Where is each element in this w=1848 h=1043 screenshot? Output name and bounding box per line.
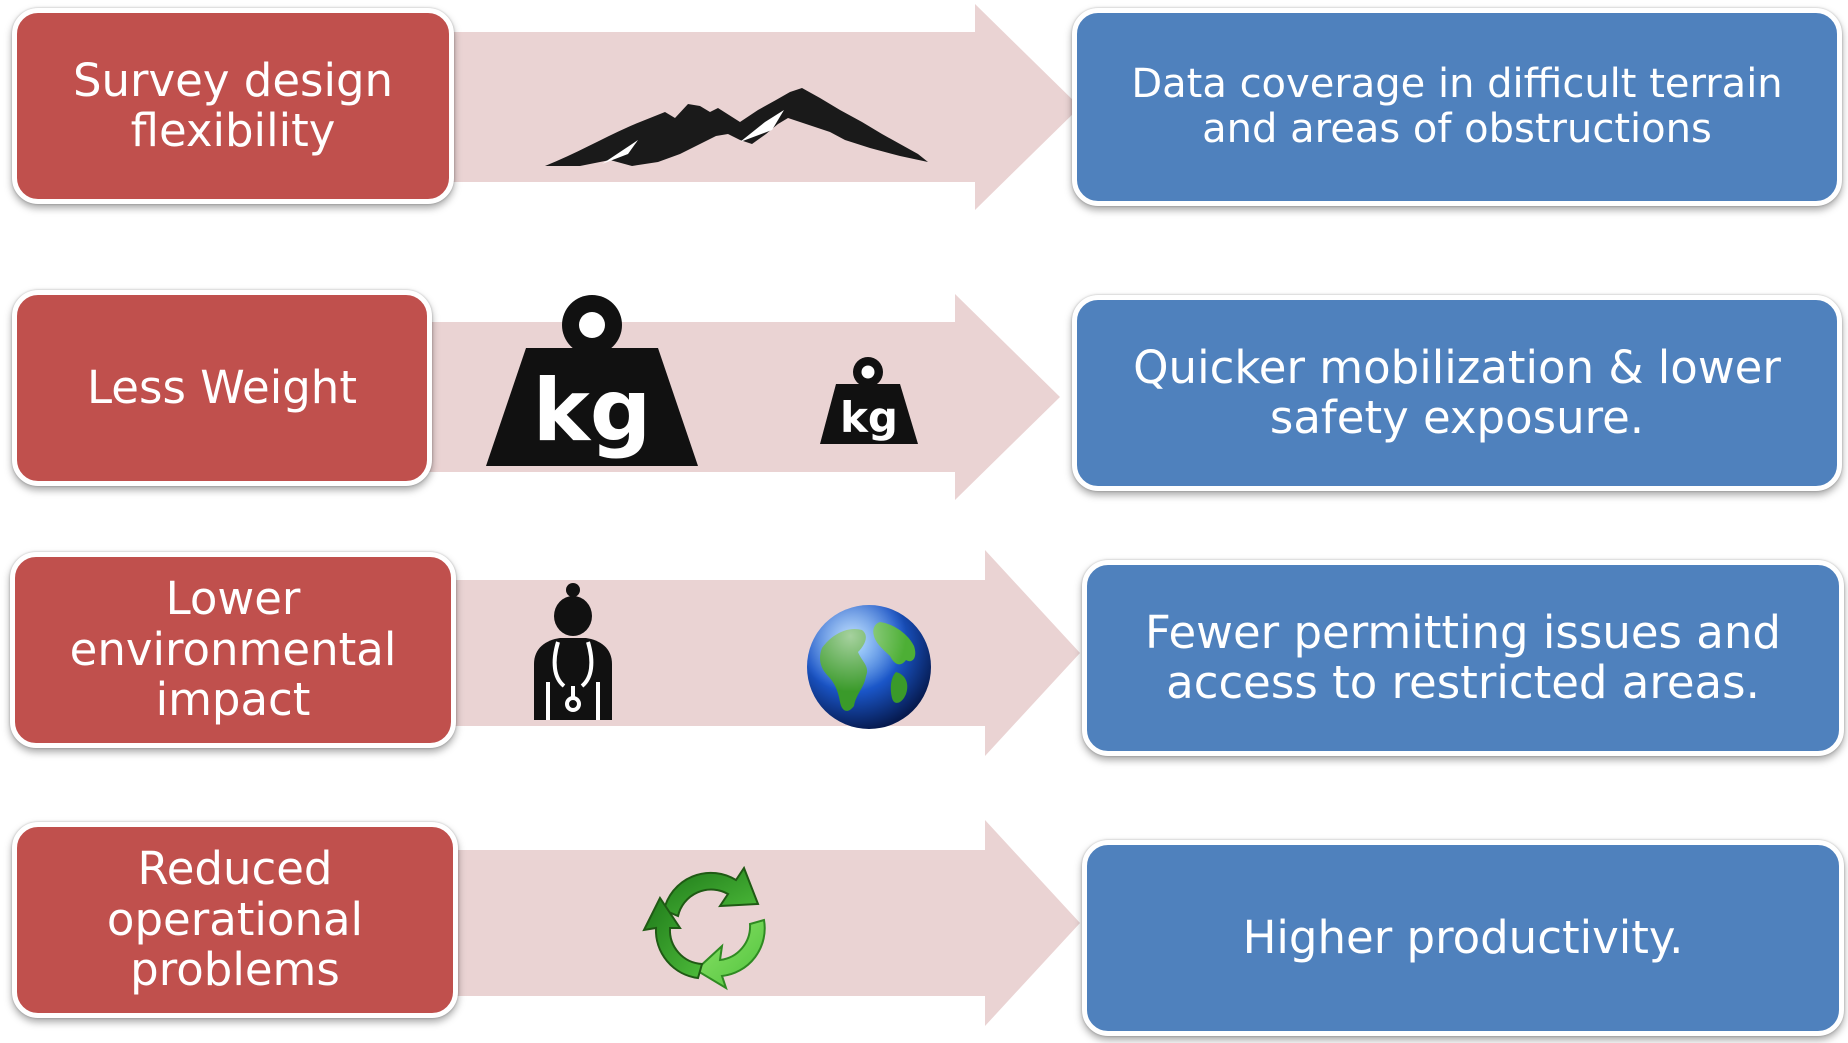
row-environmental-impact: Lower environmental impact Fewer permitt… — [0, 548, 1848, 758]
cause-box: Survey design flexibility — [12, 8, 454, 204]
large-weight-label: kg — [533, 361, 652, 461]
cause-label: Less Weight — [87, 360, 357, 414]
effect-box: Higher productivity. — [1082, 840, 1844, 1036]
cause-label: Reduced operational problems — [106, 842, 364, 997]
row-less-weight: kg kg Less Weight Quicker mobilization &… — [0, 290, 1848, 500]
effect-label: Quicker mobilization & lower safety expo… — [1133, 340, 1781, 444]
row-operational-problems: Reduced operational problems Higher prod… — [0, 818, 1848, 1043]
small-weight-label: kg — [840, 393, 898, 442]
cause-label: Survey design flexibility — [72, 53, 394, 157]
recycle-arrows-icon — [640, 858, 780, 992]
small-weight-icon: kg — [818, 354, 920, 446]
cause-box: Reduced operational problems — [12, 822, 458, 1018]
mountain-icon — [540, 82, 930, 172]
globe-icon — [804, 602, 934, 732]
effect-label: Data coverage in difficult terrain and a… — [1131, 61, 1783, 152]
effect-label: Higher productivity. — [1242, 910, 1684, 964]
cause-box: Lower environmental impact — [10, 552, 456, 748]
cause-box: Less Weight — [12, 290, 432, 486]
effect-box: Data coverage in difficult terrain and a… — [1072, 8, 1842, 206]
cause-label: Lower environmental impact — [69, 572, 397, 727]
doctor-icon — [530, 582, 616, 722]
effect-box: Quicker mobilization & lower safety expo… — [1072, 295, 1842, 491]
row-survey-design: Survey design flexibility Data coverage … — [0, 0, 1848, 210]
large-weight-icon: kg — [486, 290, 700, 468]
effect-box: Fewer permitting issues and access to re… — [1082, 560, 1844, 756]
effect-label: Fewer permitting issues and access to re… — [1145, 605, 1781, 709]
